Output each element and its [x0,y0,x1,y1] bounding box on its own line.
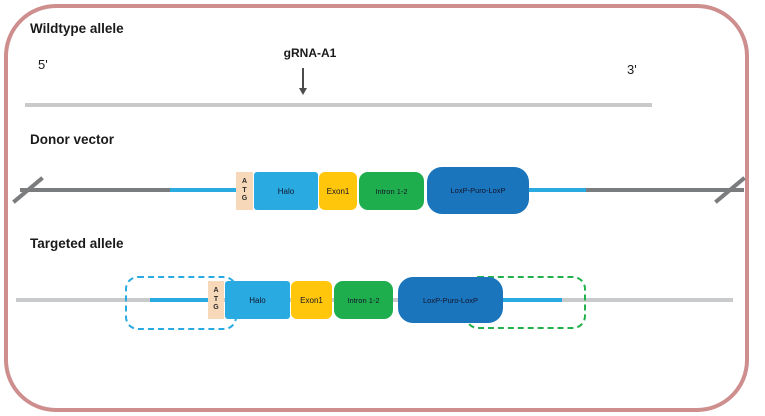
vector-backbone-line-left [20,188,172,192]
five-prime-label: 5' [38,57,48,72]
targeted-intron-box: Intron 1-2 [334,281,393,319]
donor-exon1-box: Exon1 [319,172,357,210]
donor-atg-box: A T G [236,172,253,210]
targeted-homology-arm-right [502,298,562,302]
grna-a1-label: gRNA-A1 [283,46,337,60]
wildtype-genomic-line [25,103,652,107]
targeted-exon1-box: Exon1 [291,281,332,319]
donor-intron-box: Intron 1-2 [359,172,424,210]
vector-backbone-line-right [586,188,744,192]
donor-homology-arm-left [170,188,240,192]
targeted-allele-title: Targeted allele [30,236,124,251]
wildtype-allele-title: Wildtype allele [30,21,124,36]
diagram-frame-border [4,4,749,412]
targeted-homology-arm-left [150,298,212,302]
donor-vector-title: Donor vector [30,132,115,147]
grna-cut-site-arrow [302,68,304,89]
targeted-loxp-puro-box: LoxP-Puro-LoxP [398,277,503,323]
targeted-halo-box: Halo [225,281,290,319]
donor-halo-box: Halo [254,172,318,210]
three-prime-label: 3' [627,62,637,77]
grna-arrow-head-icon [299,88,307,95]
donor-loxp-puro-box: LoxP-Puro-LoxP [427,167,529,214]
donor-homology-arm-right [528,188,588,192]
targeted-atg-box: A T G [208,281,224,319]
